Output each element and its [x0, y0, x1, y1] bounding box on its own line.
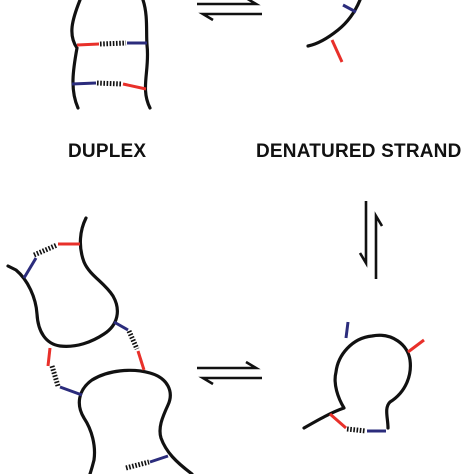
- equilibrium-arrows-icon: [197, 0, 262, 22]
- dimer-hbond-right: [126, 329, 140, 351]
- hairpin-base-red-right: [407, 338, 425, 354]
- dimer-lower-base-red-top: [136, 350, 146, 371]
- duplex-left-strand: [70, 0, 82, 110]
- equilibrium-arrows-icon: [358, 201, 384, 279]
- dimer-lower-base-blue-bottom: [149, 454, 169, 464]
- dimer-structure: [6, 216, 194, 474]
- duplex-structure: [70, 0, 152, 110]
- dimer-hbond-left: [49, 365, 61, 387]
- dimer-upper-strand: [6, 216, 119, 348]
- dimer-upper-base-blue-right: [113, 320, 129, 332]
- hairpin-hbond: [346, 426, 367, 434]
- duplex-base-red-right: [122, 82, 147, 91]
- dimer-upper-base-red-bottom: [46, 347, 52, 367]
- hairpin-backbone: [302, 333, 412, 430]
- duplex-base-blue-left: [71, 81, 97, 86]
- dimer-lower-hbond-bottom: [125, 459, 150, 471]
- dimer-upper-hbond-top: [33, 242, 58, 258]
- duplex-hbond-upper: [99, 40, 127, 47]
- duplex-base-red-left: [76, 42, 100, 47]
- hairpin-base-blue-top: [344, 321, 350, 339]
- dimer-lower-strand: [77, 368, 194, 474]
- dimer-lower-base-blue-left: [59, 385, 83, 397]
- denatured-strand-fragment: [306, 0, 362, 63]
- duplex-right-strand: [141, 0, 152, 110]
- duplex-hbond-lower: [96, 80, 123, 87]
- denatured-base-blue: [342, 3, 357, 14]
- dimer-upper-base-blue-left: [22, 257, 38, 279]
- hairpin-base-red-bottom: [329, 412, 347, 430]
- hairpin-structure: [302, 321, 425, 434]
- denatured-strand-backbone: [306, 0, 362, 48]
- duplex-label: DUPLEX: [68, 141, 147, 162]
- denatured-base-red: [330, 39, 344, 63]
- denatured-strand-label: DENATURED STRAND: [256, 141, 462, 162]
- equilibrium-arrows-icon: [197, 360, 262, 386]
